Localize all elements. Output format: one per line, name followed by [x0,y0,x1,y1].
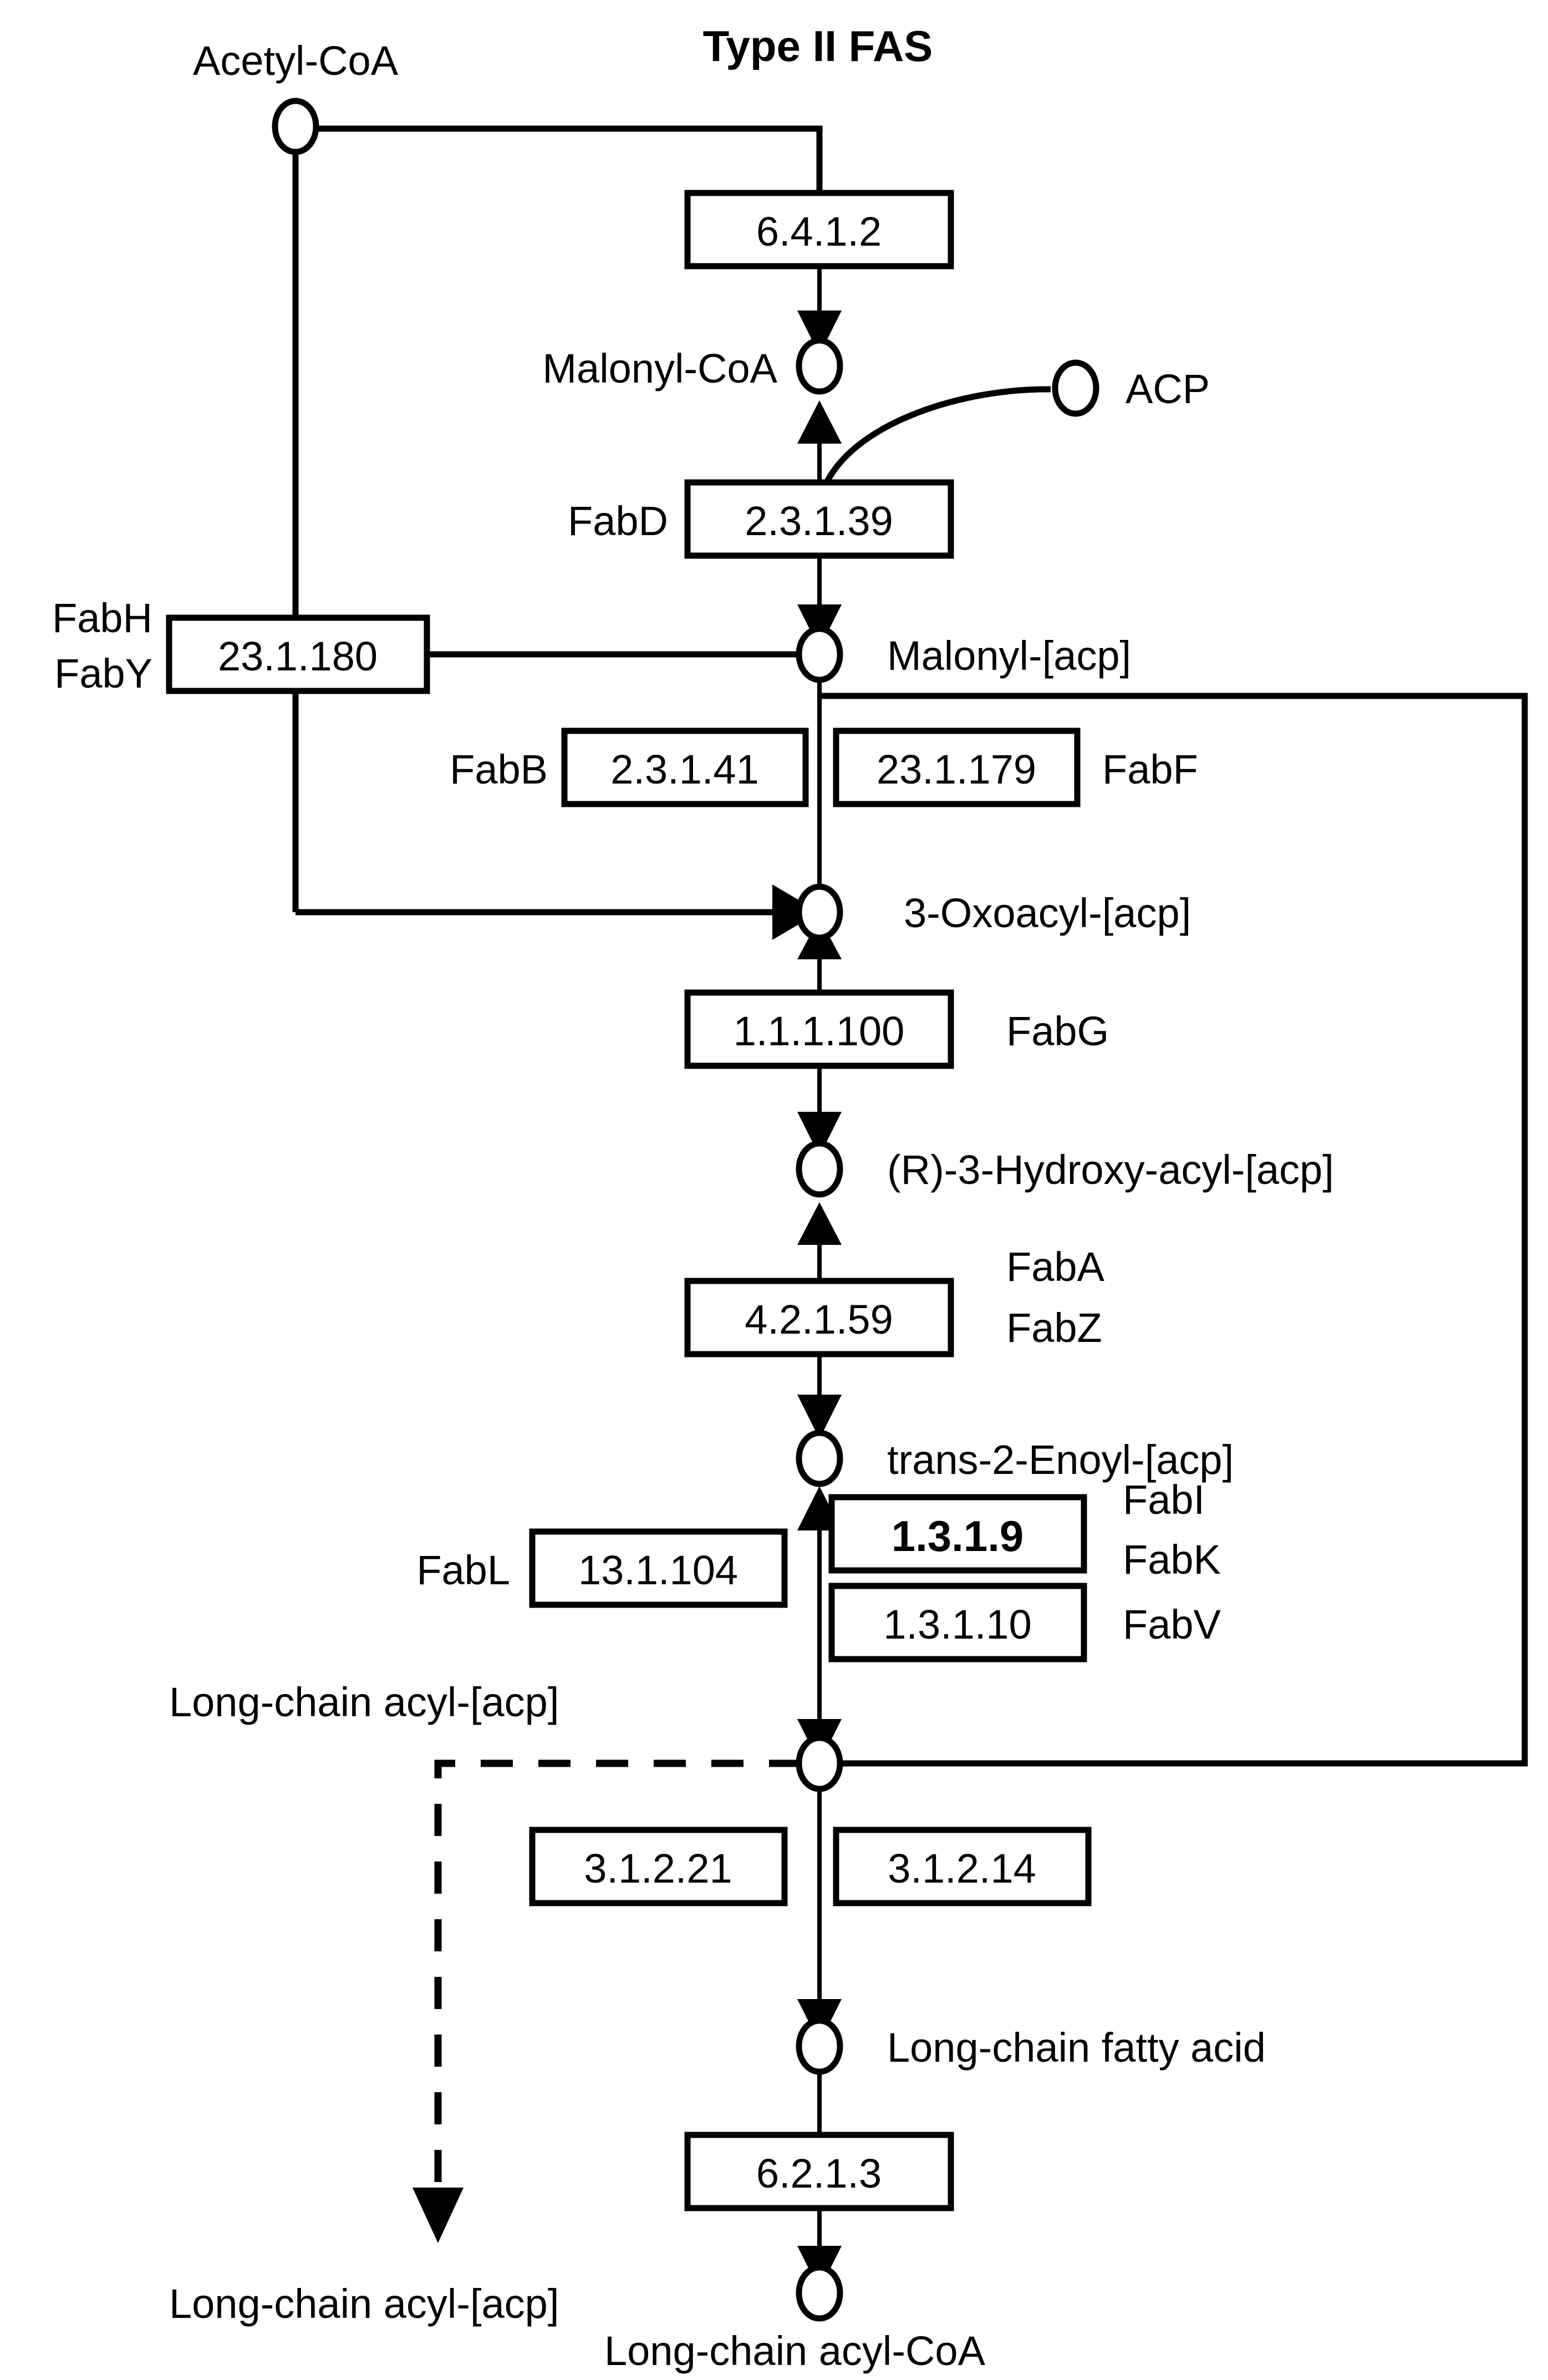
compound-label-r-3-hydroxy-acyl-acp: (R)-3-Hydroxy-acyl-[acp] [887,1147,1334,1193]
ec-number-fabg: 1.1.1.100 [734,1008,905,1054]
compound-node-long-chain-acyl-coa[interactable] [796,2264,843,2322]
compound-label-malonyl-coa: Malonyl-CoA [542,345,777,391]
reaction-box-thioesterase-21[interactable] [529,1827,788,1906]
arrowhead-fabaz-transenoyl [797,1395,842,1439]
reaction-box-thioesterase-14[interactable] [833,1827,1092,1906]
reaction-box-acyl-coa-synthetase[interactable] [684,2132,954,2211]
reaction-box-fabh-faby[interactable] [166,614,430,694]
edge-dashed-long-chain-acyl-out [434,1759,801,2190]
ec-number-acyl-coa-synthetase: 6.2.1.3 [756,2150,882,2196]
compound-node-layer [272,98,1099,2322]
reaction-box-fabb[interactable] [561,728,809,807]
enzyme-label-fabk: FabK [1123,1537,1221,1583]
compound-node-long-chain-acyl-acp[interactable] [796,1735,843,1792]
ec-number-fabv: 1.3.1.10 [883,1601,1031,1647]
ec-number-fabi-fabk: 1.3.1.9 [892,1512,1024,1560]
compound-node-r-3-hydroxy-acyl-acp[interactable] [796,1140,843,1198]
reaction-box-acetyl-carboxylase[interactable] [684,190,954,269]
compound-node-3-oxoacyl-acp[interactable] [796,883,843,941]
edge-layer [292,125,1528,2290]
enzyme-label-faba: FabA [1006,1244,1105,1290]
compound-label-malonyl-acp: Malonyl-[acp] [887,633,1131,679]
reaction-box-fabl[interactable] [529,1528,788,1608]
compound-label-acetyl-coa: Acetyl-CoA [193,38,399,84]
reaction-box-fabd[interactable] [684,479,954,559]
enzyme-label-fabi: FabI [1123,1477,1205,1523]
arrowhead-fabd-malonylcoa [797,400,842,444]
enzyme-label-fabb: FabB [450,746,548,792]
compound-node-acetyl-coa[interactable] [272,98,319,155]
ec-number-fabd: 2.3.1.39 [745,498,893,544]
compound-label-long-chain-acyl-acp-out: Long-chain acyl-[acp] [169,2281,559,2327]
edge-acp-to-fabd [823,386,1051,485]
reaction-box-fabg[interactable] [684,989,954,1069]
ec-number-thioesterase-21: 3.1.2.21 [584,1845,732,1891]
arrowhead-carboxylase-malonylcoa [797,311,842,355]
compound-node-acp[interactable] [1052,359,1099,417]
enzyme-label-fabd: FabD [568,498,668,544]
arrowhead-fabaz-hydroxyacyl [797,1202,842,1245]
reaction-box-fabi-fabk[interactable] [828,1494,1087,1574]
reaction-box-faba-fabz[interactable] [684,1278,954,1357]
ec-number-fabf: 23.1.179 [877,746,1036,792]
reaction-box-layer: 6.4.1.2 2.3.1.39 FabD 23.1.180 FabH FabY… [52,190,1221,2211]
edge-acetylcoa-to-carboxylase [296,125,823,193]
enzyme-label-fabv: FabV [1123,1601,1221,1647]
enzyme-label-fabf: FabF [1102,746,1198,792]
ec-number-fabh-faby: 23.1.180 [218,633,378,679]
page-title: Type II FAS [703,22,933,70]
compound-label-long-chain-acyl-acp: Long-chain acyl-[acp] [169,1679,559,1725]
ec-number-thioesterase-14: 3.1.2.14 [888,1845,1036,1891]
reaction-box-fabf[interactable] [833,728,1081,807]
ec-number-acetyl-carboxylase: 6.4.1.2 [756,208,882,255]
ec-number-fabb: 2.3.1.41 [610,746,758,792]
compound-node-malonyl-coa[interactable] [796,337,843,395]
ec-number-faba-fabz: 4.2.1.59 [745,1296,893,1342]
arrowhead-dashed-long-chain-acyl-out [413,2188,464,2243]
enzyme-label-fabg: FabG [1006,1008,1109,1054]
compound-label-3-oxoacyl-acp: 3-Oxoacyl-[acp] [904,890,1191,936]
compound-label-long-chain-acyl-coa: Long-chain acyl-CoA [604,2328,986,2374]
enzyme-label-fabl: FabL [416,1547,510,1593]
compound-label-trans-2-enoyl-acp: trans-2-Enoyl-[acp] [887,1437,1234,1483]
edge-feedback-loop [819,693,1528,1767]
compound-node-malonyl-acp[interactable] [796,625,843,683]
enzyme-label-faby: FabY [54,650,152,696]
ec-number-fabl: 13.1.104 [578,1547,738,1593]
enzyme-label-fabz: FabZ [1006,1305,1102,1351]
compound-label-layer: Acetyl-CoA Malonyl-CoA ACP Malonyl-[acp]… [169,38,1334,2374]
arrowhead-fabg-hydroxyacyl [797,1112,842,1156]
enzyme-label-fabh: FabH [52,595,152,641]
compound-node-long-chain-fatty-acid[interactable] [796,2017,843,2075]
compound-label-acp: ACP [1126,366,1210,412]
compound-node-trans-2-enoyl-acp[interactable] [796,1430,843,1487]
reaction-box-fabv[interactable] [828,1583,1087,1662]
compound-label-long-chain-fatty-acid: Long-chain fatty acid [887,2025,1266,2071]
